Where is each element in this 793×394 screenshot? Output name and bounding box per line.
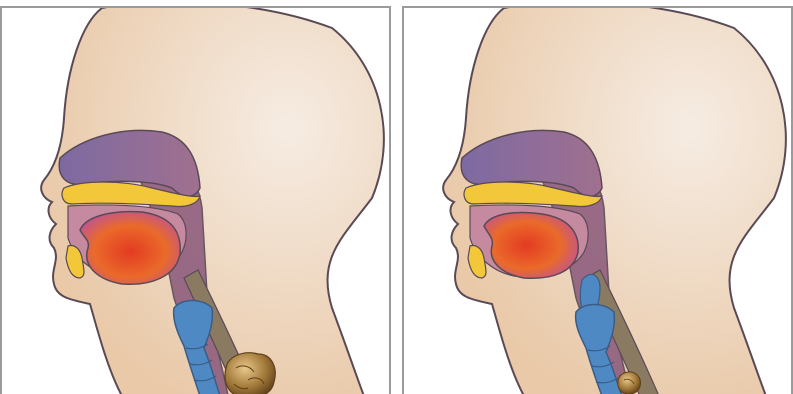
tongue xyxy=(80,212,180,285)
foreign-object-small xyxy=(618,372,641,394)
panel-left-large-object xyxy=(0,6,391,394)
foreign-object-large xyxy=(225,353,275,394)
head-neck-cross-section xyxy=(404,8,791,394)
panel-right-small-object xyxy=(402,6,793,394)
head-neck-cross-section xyxy=(2,8,389,394)
